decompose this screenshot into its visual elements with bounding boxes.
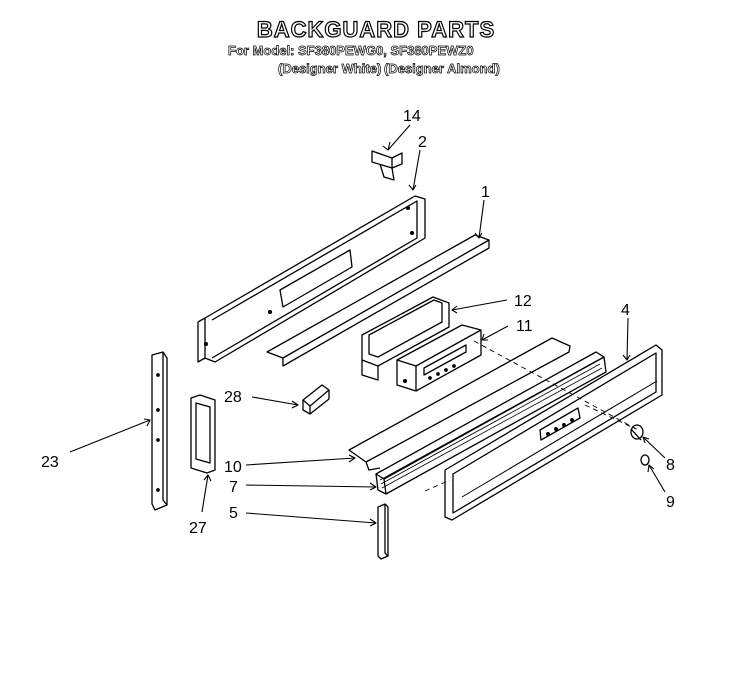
callout-27: 27 — [189, 520, 207, 537]
callout-9: 9 — [666, 494, 675, 511]
callout-4: 4 — [621, 302, 630, 319]
callout-7: 7 — [229, 479, 238, 496]
callout-2: 2 — [418, 134, 427, 151]
part-7-trim-strip — [375, 351, 607, 495]
finish-almond: (Designer Almond) — [384, 61, 501, 77]
callout-1: 1 — [481, 184, 490, 201]
diagram-title: BACKGUARD PARTS — [256, 16, 496, 42]
part-8-knob — [630, 424, 644, 441]
part-12-frame — [361, 296, 450, 381]
part-2-upper-panel — [197, 195, 426, 363]
model-prefix: For Model: — [228, 43, 295, 59]
part-4-front-panel — [444, 344, 663, 521]
part-5-end-trim — [377, 503, 389, 560]
callout-28: 28 — [224, 389, 242, 406]
callout-23: 23 — [41, 454, 59, 471]
finish-white: (Designer White) — [278, 61, 382, 77]
part-27-side-frame — [190, 394, 216, 474]
callout-12: 12 — [514, 293, 532, 310]
part-28-clip — [302, 384, 330, 415]
callout-14: 14 — [403, 108, 421, 125]
callout-11: 11 — [516, 318, 533, 335]
part-23-side-bracket — [151, 351, 168, 511]
part-14-bracket — [371, 150, 403, 181]
part-11-control-module — [396, 324, 482, 392]
part-1-channel — [266, 234, 490, 367]
part-10-tray — [348, 337, 571, 471]
model-numbers: SF380PEWG0, SF380PEWZ0 — [298, 43, 474, 59]
callout-5: 5 — [229, 505, 238, 522]
callout-8: 8 — [666, 457, 675, 474]
part-9-small-knob — [640, 454, 650, 466]
callout-10: 10 — [224, 459, 242, 476]
